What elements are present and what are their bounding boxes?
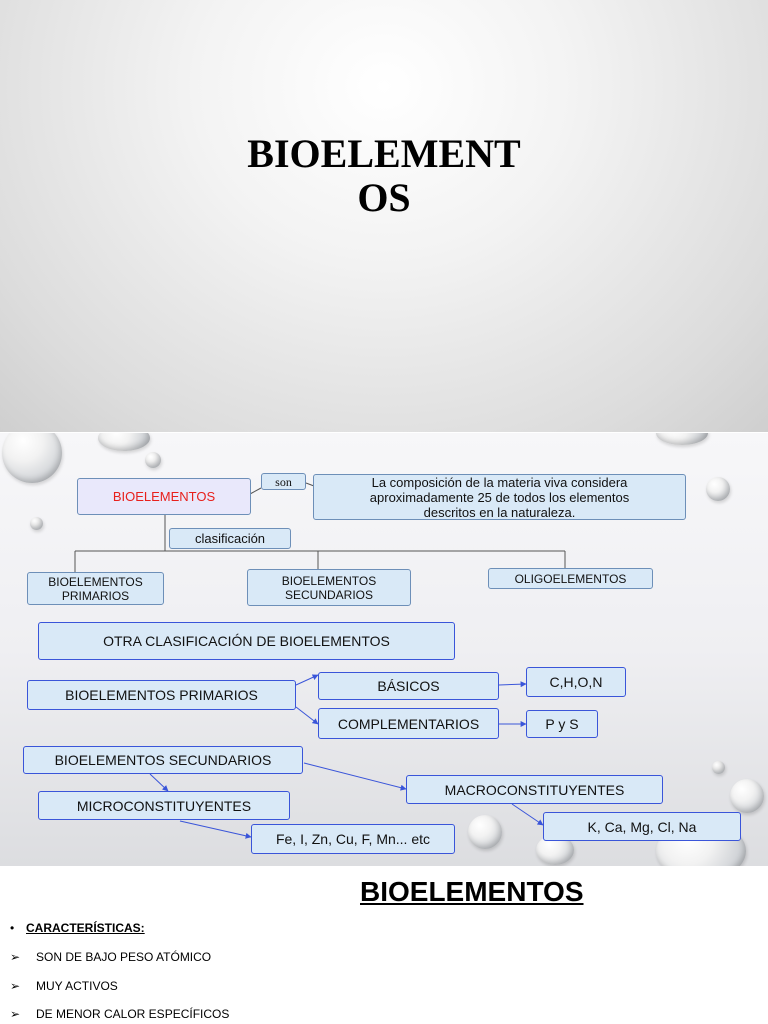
bio-primarios-node: BIOELEMENTOS PRIMARIOS — [27, 680, 296, 710]
basicos-label: BÁSICOS — [377, 678, 440, 694]
bullet-item: ➢ MUY ACTIVOS — [10, 979, 118, 993]
clasificacion-node: clasificación — [169, 528, 291, 549]
title-line-1: BIOELEMENT — [247, 131, 521, 176]
water-drop-image — [468, 815, 502, 849]
son-node: son — [261, 473, 306, 490]
macro-label: MACROCONSTITUYENTES — [444, 781, 625, 798]
oligoelementos-node: OLIGOELEMENTOS — [488, 568, 653, 589]
bullet-item: ➢ SON DE BAJO PESO ATÓMICO — [10, 950, 211, 964]
water-drop-image — [656, 433, 708, 445]
micro-label: MICROCONSTITUYENTES — [76, 797, 252, 814]
arrow-bullet-icon: ➢ — [10, 950, 21, 964]
bio-secundarios-node: BIOELEMENTOS SECUNDARIOS — [23, 746, 303, 774]
fe-i-node: Fe, I, Zn, Cu, F, Mn... etc — [251, 824, 455, 854]
water-drop-image — [712, 761, 725, 774]
concept-map-slide: BIOELEMENTOS son La composición de la ma… — [0, 433, 768, 866]
pys-label: P y S — [545, 716, 579, 732]
bio-primarios-label: BIOELEMENTOS PRIMARIOS — [65, 687, 258, 703]
complementarios-node: COMPLEMENTARIOS — [318, 708, 499, 739]
bullet-caracteristicas: • CARACTERÍSTICAS: — [10, 921, 145, 935]
chon-node: C,H,O,N — [526, 667, 626, 697]
chon-label: C,H,O,N — [549, 674, 603, 690]
bioelementos-node: BIOELEMENTOS — [77, 478, 251, 515]
item-label: MUY ACTIVOS — [36, 979, 118, 993]
composicion-label: La composición de la materia viva consid… — [369, 474, 630, 520]
title-line-2: OS — [357, 175, 411, 220]
oligoelementos-label: OLIGOELEMENTOS — [514, 571, 627, 586]
water-drop-image — [730, 779, 764, 813]
slide-title: BIOELEMENTOS — [360, 876, 584, 907]
k-ca-node: K, Ca, Mg, Cl, Na — [543, 812, 741, 841]
pys-node: P y S — [526, 710, 598, 738]
son-label: son — [275, 474, 292, 489]
k-ca-label: K, Ca, Mg, Cl, Na — [587, 818, 697, 835]
clasificacion-label: clasificación — [194, 530, 266, 546]
macro-node: MACROCONSTITUYENTES — [406, 775, 663, 804]
otra-clasificacion-label: OTRA CLASIFICACIÓN DE BIOELEMENTOS — [103, 633, 390, 649]
arrow-bullet-icon: ➢ — [10, 1007, 21, 1021]
fe-i-label: Fe, I, Zn, Cu, F, Mn... etc — [275, 831, 431, 847]
secundarios-node: BIOELEMENTOS SECUNDARIOS — [247, 569, 411, 606]
primarios-label: BIOELEMENTOS PRIMARIOS — [48, 574, 143, 603]
water-drop-image — [145, 452, 161, 468]
complementarios-label: COMPLEMENTARIOS — [337, 715, 480, 732]
item-label: SON DE BAJO PESO ATÓMICO — [36, 950, 212, 964]
arrow-bullet-icon: ➢ — [10, 979, 21, 993]
caracteristicas-label: CARACTERÍSTICAS: — [26, 921, 145, 935]
slide-title: BIOELEMENT OS — [0, 132, 768, 220]
water-drop-image — [30, 517, 43, 530]
micro-node: MICROCONSTITUYENTES — [38, 791, 290, 820]
otra-clasificacion-node: OTRA CLASIFICACIÓN DE BIOELEMENTOS — [38, 622, 455, 660]
bioelementos-label: BIOELEMENTOS — [112, 488, 216, 504]
bullet-dot-icon: • — [10, 921, 15, 935]
bullet-item: ➢ DE MENOR CALOR ESPECÍFICOS — [10, 1007, 229, 1021]
water-drop-image — [706, 477, 730, 501]
water-drop-image — [98, 433, 150, 451]
basicos-node: BÁSICOS — [318, 672, 499, 700]
connector-lines — [74, 482, 566, 839]
item-label: DE MENOR CALOR ESPECÍFICOS — [36, 1007, 230, 1021]
characteristics-slide: BIOELEMENTOS • CARACTERÍSTICAS: ➢ SON DE B… — [0, 866, 768, 1024]
water-drop-image — [2, 433, 62, 483]
secundarios-label: BIOELEMENTOS SECUNDARIOS — [281, 573, 377, 602]
title-slide: BIOELEMENT OS — [0, 0, 768, 432]
bio-secundarios-label: BIOELEMENTOS SECUNDARIOS — [54, 752, 272, 768]
primarios-node: BIOELEMENTOS PRIMARIOS — [27, 572, 164, 605]
composicion-node: La composición de la materia viva consid… — [313, 474, 686, 520]
